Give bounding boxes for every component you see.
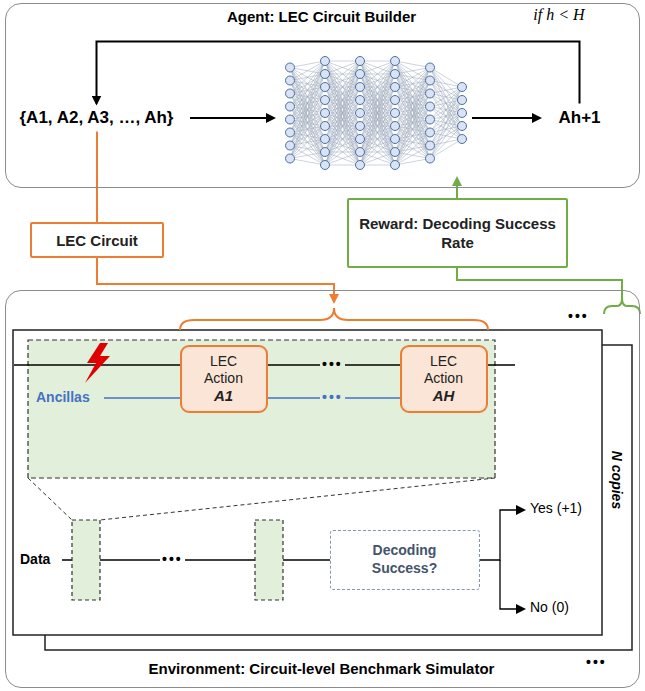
node-title: LEC Action: [413, 353, 475, 387]
ellipsis: •••: [568, 308, 589, 324]
flow-arrow: [190, 117, 274, 119]
lec-block: [72, 520, 100, 600]
neural-network: [286, 57, 467, 170]
reward-link: [457, 268, 622, 298]
outcome-label: Yes (+1): [530, 500, 582, 516]
node-title: Environment: Circuit-level Benchmark Sim…: [149, 660, 495, 677]
node-note: A1: [214, 387, 233, 404]
node-note: if h < H: [533, 6, 584, 24]
node-title: LEC Action: [193, 353, 255, 387]
ellipsis: •••: [160, 551, 185, 567]
outcome-arrow: [500, 560, 524, 609]
lec-action-box: LEC ActionAH: [400, 345, 488, 413]
circuit-link: [97, 258, 334, 302]
node-title: Ah+1: [558, 108, 600, 128]
node-note: AH: [433, 387, 455, 404]
zoom-line: [28, 478, 72, 520]
node-title: Agent: LEC Circuit Builder: [227, 8, 416, 25]
circuit-box: LEC Circuit: [30, 222, 164, 258]
ellipsis: •••: [320, 356, 345, 372]
brace: [604, 298, 640, 314]
node-title: Reward: Decoding Success Rate: [349, 214, 566, 253]
node-title: Decoding Success?: [350, 542, 460, 577]
wire-label: Ancillas: [36, 389, 90, 405]
lec-action-box: LEC ActionA1: [180, 345, 268, 413]
brace: [180, 308, 488, 330]
reward-arrow: [456, 178, 458, 198]
feedback-arrow: [97, 42, 580, 104]
node-title: LEC Circuit: [56, 232, 138, 249]
copy-frame: [13, 330, 602, 635]
link-line: [96, 132, 98, 223]
outcome-label: No (0): [530, 599, 569, 615]
copies-label: N copies: [609, 449, 625, 511]
wire-label: Data: [20, 551, 50, 567]
decoding-check-box: Decoding Success?: [330, 530, 480, 590]
environment-panel: Environment: Circuit-level Benchmark Sim…: [5, 290, 640, 688]
zoom-line: [100, 478, 495, 520]
agent-panel: Agent: LEC Circuit Builder if h < H {A1, A…: [5, 3, 640, 188]
data-wire: [62, 559, 330, 560]
flow-arrow: [472, 117, 540, 119]
reward-box: Reward: Decoding Success Rate: [347, 198, 568, 268]
ellipsis: •••: [320, 389, 345, 405]
lec-block: [255, 520, 283, 600]
outcome-arrow: [480, 510, 524, 560]
next-action: Ah+1: [545, 104, 615, 132]
action-history: {A1, A2, A3, …, Ah}: [9, 104, 185, 132]
node-title: {A1, A2, A3, …, Ah}: [20, 108, 174, 128]
error-bolt: [85, 343, 110, 383]
lec-region: [28, 340, 495, 478]
ellipsis: •••: [586, 654, 607, 670]
